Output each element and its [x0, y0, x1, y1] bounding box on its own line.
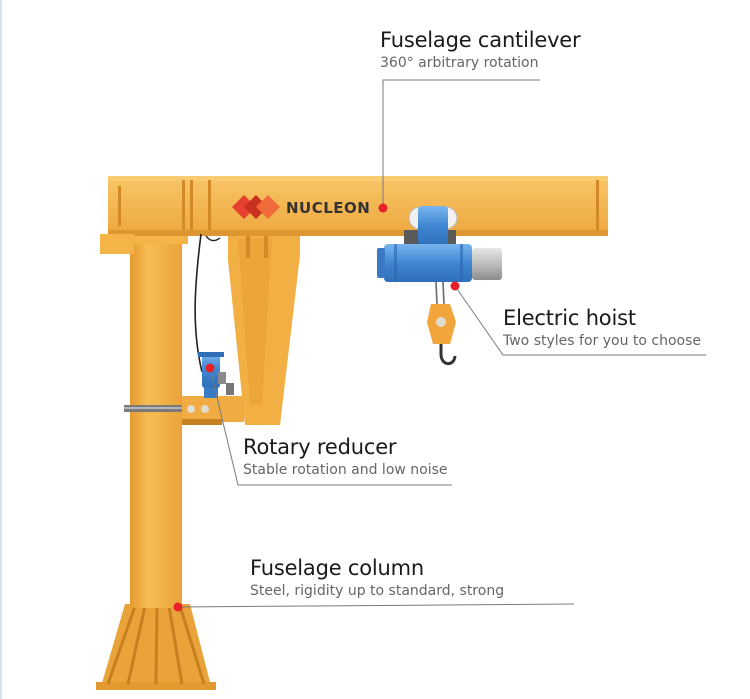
callout-reducer-title: Rotary reducer — [243, 435, 397, 459]
column-clamp — [124, 405, 188, 412]
column-base — [96, 604, 216, 690]
frame-edge — [0, 0, 2, 699]
callout-column-title: Fuselage column — [250, 556, 425, 580]
callout-cantilever-title: Fuselage cantilever — [380, 28, 581, 52]
marker-column — [173, 602, 183, 612]
power-cable — [194, 233, 203, 373]
callout-column-subtitle: Steel, rigidity up to standard, strong — [250, 583, 505, 599]
cantilever-arm — [100, 176, 608, 254]
cantilever-brace — [228, 232, 300, 425]
nucleon-logo: NUCLEON — [232, 195, 370, 219]
leader-lines — [177, 79, 706, 608]
callout-hoist-subtitle: Two styles for you to choose — [503, 333, 702, 349]
callout-markers — [173, 203, 460, 612]
leader-reducer — [209, 367, 452, 486]
marker-hoist — [450, 281, 460, 291]
marker-cantilever — [378, 203, 388, 213]
leader-hoist — [454, 285, 706, 356]
leader-column — [177, 603, 575, 608]
brand-logo-text: NUCLEON — [286, 199, 370, 217]
reducer-bracket — [182, 396, 244, 425]
callout-hoist-title: Electric hoist — [503, 306, 636, 330]
callout-cantilever-subtitle: 360° arbitrary rotation — [380, 55, 539, 71]
callout-reducer: Rotary reducer Stable rotation and low n… — [243, 435, 448, 478]
callout-hoist: Electric hoist Two styles for you to cho… — [503, 306, 701, 349]
electric-hoist-shape — [377, 206, 502, 282]
marker-reducer — [205, 363, 215, 373]
hoist-hook — [427, 281, 457, 366]
leader-cantilever — [382, 79, 540, 208]
callout-reducer-subtitle: Stable rotation and low noise — [243, 462, 448, 478]
callout-cantilever: Fuselage cantilever 360° arbitrary rotat… — [380, 28, 581, 71]
callout-column: Fuselage column Steel, rigidity up to st… — [250, 556, 504, 599]
